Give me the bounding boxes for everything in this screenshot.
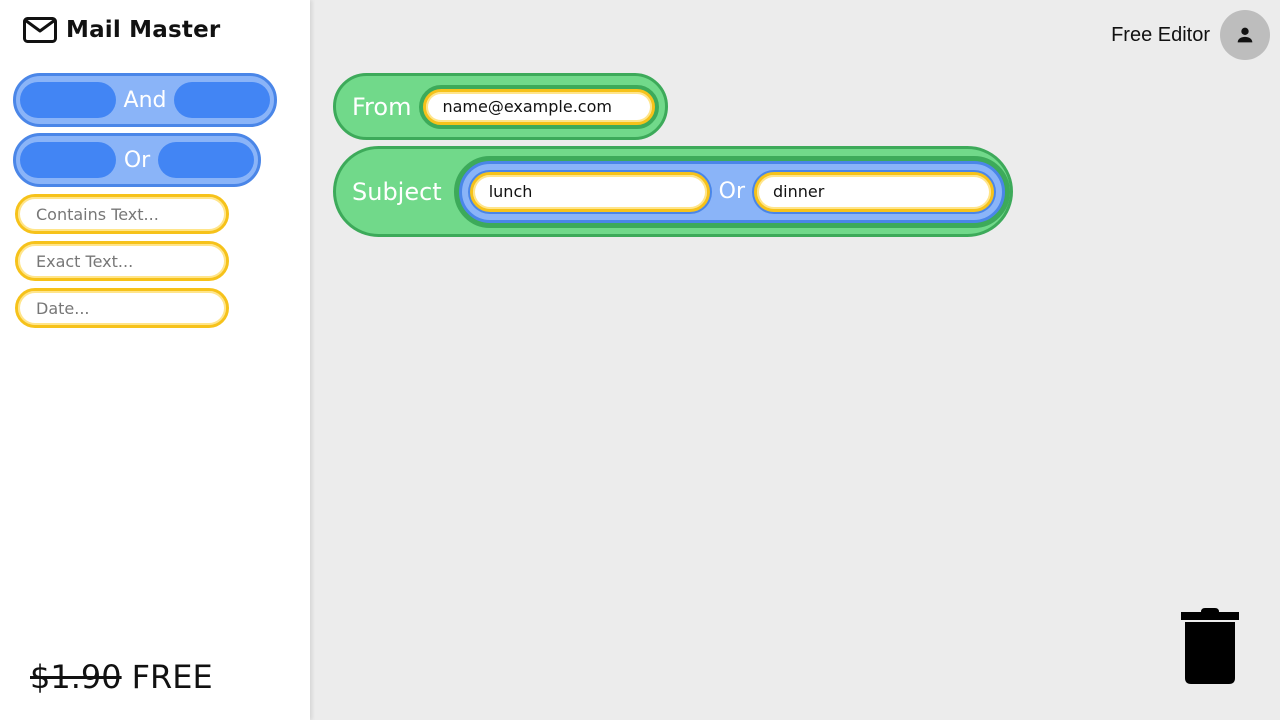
subject-right-input[interactable] <box>754 171 994 212</box>
editor-label: Free Editor <box>1111 24 1210 46</box>
person-icon <box>1237 27 1253 43</box>
from-block[interactable]: From <box>333 73 668 140</box>
exact-text-input[interactable] <box>15 241 229 281</box>
and-right-slot[interactable] <box>174 82 270 118</box>
mail-icon <box>23 17 57 43</box>
or-block[interactable]: Or <box>13 133 261 187</box>
subject-left-slot <box>467 169 712 214</box>
avatar-button[interactable] <box>1220 10 1270 60</box>
from-label: From <box>352 92 412 121</box>
and-operator-label: And <box>123 87 167 113</box>
subject-or-label: Or <box>718 179 746 204</box>
and-left-slot[interactable] <box>20 82 116 118</box>
and-block[interactable]: And <box>13 73 277 127</box>
subject-label: Subject <box>352 177 442 206</box>
subject-or-block[interactable]: Or <box>458 160 1005 223</box>
subject-right-slot <box>752 169 996 214</box>
new-price: FREE <box>131 658 213 696</box>
date-input[interactable] <box>15 288 229 328</box>
old-price: $1.90 <box>30 658 122 696</box>
app-title: Mail Master <box>66 17 221 43</box>
subject-or-socket: Or <box>453 155 1010 228</box>
trash-button[interactable] <box>1181 606 1239 686</box>
from-input-socket <box>419 84 660 129</box>
or-operator-label: Or <box>123 147 151 173</box>
from-value-input[interactable] <box>423 88 656 125</box>
brand: Mail Master <box>22 14 220 46</box>
trash-icon <box>1181 608 1239 684</box>
subject-block[interactable]: Subject Or <box>333 146 1013 237</box>
or-right-slot[interactable] <box>158 142 254 178</box>
subject-left-input[interactable] <box>469 171 710 212</box>
contains-text-input[interactable] <box>15 194 229 234</box>
or-left-slot[interactable] <box>20 142 116 178</box>
